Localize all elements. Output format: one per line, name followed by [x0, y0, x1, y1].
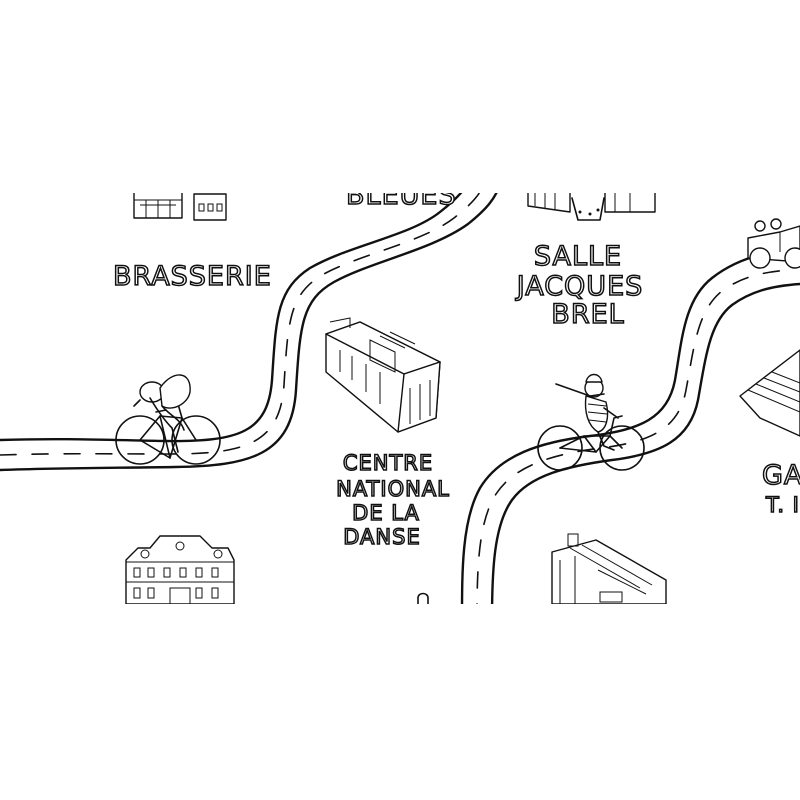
station-building-icon: [739, 349, 800, 437]
cyclist-scarf-icon: [537, 373, 645, 471]
label-gare-line1: GA: [762, 460, 800, 491]
factory-icon: [551, 533, 667, 604]
salle-building-icon: [527, 193, 656, 221]
label-cnd-line4: DANSE: [343, 525, 420, 549]
cnd-building-icon: [325, 317, 441, 433]
brasserie-building-icon: [133, 193, 227, 221]
label-cnd-line3: DE LA: [352, 501, 420, 525]
label-brasserie: BRASSERIE: [113, 261, 272, 292]
mansion-icon: [125, 535, 235, 604]
label-bleues: BLEUES: [346, 180, 457, 211]
label-gare-line2: T. I: [765, 493, 800, 517]
label-cnd-line2: NATIONAL: [336, 477, 450, 501]
label-salle-line1: SALLE: [534, 241, 622, 272]
small-figure-icon: [417, 592, 429, 604]
cyclist-racer-icon: [115, 374, 221, 465]
vintage-car-icon: [747, 218, 800, 269]
label-cnd-line1: CENTRE: [343, 451, 433, 475]
label-salle-line3: BREL: [551, 299, 624, 330]
road-left: [0, 193, 498, 472]
label-salle-line2: JACQUES: [515, 271, 644, 302]
